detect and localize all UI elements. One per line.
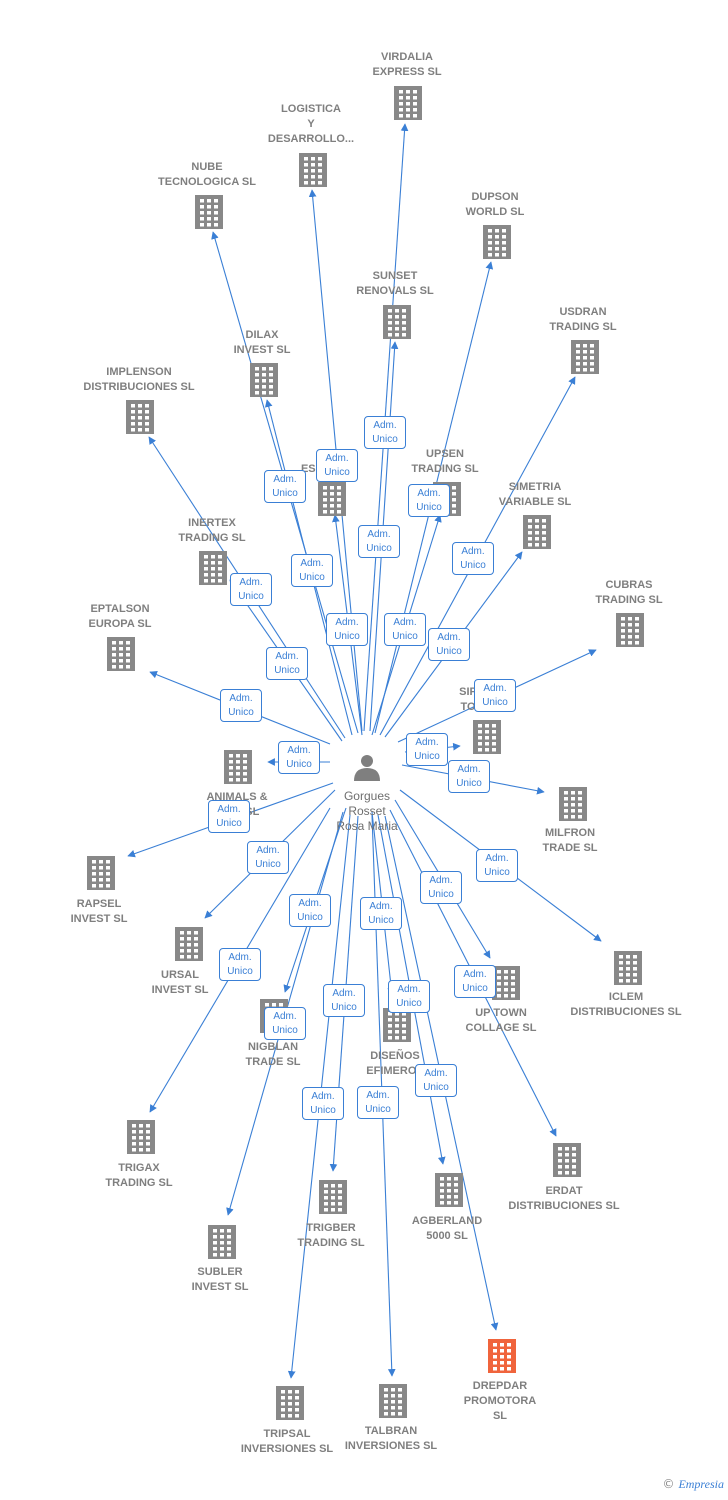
relation-badge-rapsel[interactable]: Adm. Unico [208,800,250,833]
company-label-subler[interactable]: SUBLER INVEST SL [191,1266,249,1293]
relation-badge-dupson[interactable]: Adm. Unico [408,484,450,517]
relation-badge-nube[interactable]: Adm. Unico [264,470,306,503]
building-icon-sunset[interactable] [383,305,411,339]
company-label-dilax[interactable]: DILAX INVEST SL [233,329,291,356]
company-label-virdalia[interactable]: VIRDALIA EXPRESS SL [372,51,442,78]
company-label-talbran[interactable]: TALBRAN INVERSIONES SL [344,1425,438,1452]
relation-badge-cubras[interactable]: Adm. Unico [474,679,516,712]
relation-badge-espsl[interactable]: Adm. Unico [326,613,368,646]
relation-badge-sunset[interactable]: Adm. Unico [358,525,400,558]
relation-badge-virdalia[interactable]: Adm. Unico [364,416,406,449]
building-icon-talbran[interactable] [379,1384,407,1418]
building-icon-dupson[interactable] [483,225,511,259]
company-label-tripsal[interactable]: TRIPSAL INVERSIONES SL [240,1428,334,1455]
building-icon-drepdar[interactable] [488,1339,516,1373]
relation-badge-simetria[interactable]: Adm. Unico [428,628,470,661]
company-label-logistica[interactable]: LOGISTICA Y DESARROLLO... [267,103,355,145]
company-label-nigblan[interactable]: NIGBLAN TRADE SL [245,1041,301,1068]
relation-badge-dilax[interactable]: Adm. Unico [291,554,333,587]
footer-brand: ©Empresia [662,1477,724,1492]
company-label-agberland[interactable]: AGBERLAND 5000 SL [411,1215,483,1242]
building-icon-milfron[interactable] [559,787,587,821]
company-label-milfron[interactable]: MILFRON TRADE SL [542,827,598,854]
relation-badge-trigber[interactable]: Adm. Unico [264,1007,306,1040]
building-icon-ursal[interactable] [175,927,203,961]
building-icon-disenos[interactable] [383,1008,411,1042]
company-label-ursal[interactable]: URSAL INVEST SL [151,969,209,996]
relation-badge-ursal[interactable]: Adm. Unico [247,841,289,874]
company-label-simetria[interactable]: SIMETRIA VARIABLE SL [498,481,572,508]
building-icon-animals[interactable] [224,750,252,784]
company-label-uptown[interactable]: UP TOWN COLLAGE SL [465,1007,537,1034]
building-icon-inertex[interactable] [199,551,227,585]
building-icon-dilax[interactable] [250,363,278,397]
company-label-drepdar[interactable]: DREPDAR PROMOTORA SL [463,1380,537,1422]
building-icon-cubras[interactable] [616,613,644,647]
building-icon-sip[interactable] [473,720,501,754]
relation-badge-subler[interactable]: Adm. Unico [323,984,365,1017]
company-label-trigax[interactable]: TRIGAX TRADING SL [105,1162,173,1189]
person-name[interactable]: Gorgues Rosset Rosa Maria [336,789,398,833]
relation-badge-milfron[interactable]: Adm. Unico [448,760,490,793]
building-icon-usdran[interactable] [571,340,599,374]
company-label-inertex[interactable]: INERTEX TRADING SL [178,517,246,544]
relation-badge-tripsal[interactable]: Adm. Unico [302,1087,344,1120]
building-icon-simetria[interactable] [523,515,551,549]
company-label-erdat[interactable]: ERDAT DISTRIBUCIONES SL [508,1185,620,1212]
building-icon-eptalson[interactable] [107,637,135,671]
relation-badge-disenos[interactable]: Adm. Unico [360,897,402,930]
company-label-eptalson[interactable]: EPTALSON EUROPA SL [88,603,152,630]
relation-badge-agberland[interactable]: Adm. Unico [388,980,430,1013]
brand-name: Empresia [678,1477,724,1491]
company-label-nube[interactable]: NUBE TECNOLOGICA SL [158,161,256,188]
company-label-cubras[interactable]: CUBRAS TRADING SL [595,579,663,606]
building-icon-virdalia[interactable] [394,86,422,120]
company-label-dupson[interactable]: DUPSON WORLD SL [465,191,525,218]
building-icon-trigber[interactable] [319,1180,347,1214]
relation-badge-usdran[interactable]: Adm. Unico [452,542,494,575]
relation-badge-eptalson[interactable]: Adm. Unico [220,689,262,722]
company-label-implenson[interactable]: IMPLENSON DISTRIBUCIONES SL [83,366,195,393]
relation-badge-animals[interactable]: Adm. Unico [278,741,320,774]
relation-badge-erdat[interactable]: Adm. Unico [454,965,496,998]
company-label-disenos[interactable]: DISEÑOS EFIMEROS [366,1050,424,1077]
copyright-symbol: © [662,1477,675,1491]
relation-badge-iclem[interactable]: Adm. Unico [476,849,518,882]
relation-badge-sip[interactable]: Adm. Unico [406,733,448,766]
building-icon-uptown[interactable] [492,966,520,1000]
relation-badge-talbran[interactable]: Adm. Unico [357,1086,399,1119]
relation-badge-upsen[interactable]: Adm. Unico [384,613,426,646]
company-label-usdran[interactable]: USDRAN TRADING SL [549,306,617,333]
company-label-upsen[interactable]: UPSEN TRADING SL [411,448,479,475]
building-icon-logistica[interactable] [299,153,327,187]
building-icon-implenson[interactable] [126,400,154,434]
building-icon-subler[interactable] [208,1225,236,1259]
company-label-rapsel[interactable]: RAPSEL INVEST SL [70,898,128,925]
person-icon[interactable] [354,755,380,781]
building-icon-nube[interactable] [195,195,223,229]
company-label-trigber[interactable]: TRIGBER TRADING SL [297,1222,365,1249]
building-icon-trigax[interactable] [127,1120,155,1154]
building-icon-agberland[interactable] [435,1173,463,1207]
company-label-sip[interactable]: SIP TO [459,686,477,713]
building-icon-iclem[interactable] [614,951,642,985]
relation-badge-implenson[interactable]: Adm. Unico [230,573,272,606]
relation-badge-nigblan[interactable]: Adm. Unico [289,894,331,927]
relation-badge-inertex[interactable]: Adm. Unico [266,647,308,680]
relation-badge-uptown[interactable]: Adm. Unico [420,871,462,904]
building-icon-rapsel[interactable] [87,856,115,890]
relation-badge-drepdar[interactable]: Adm. Unico [415,1064,457,1097]
relation-badge-logistica[interactable]: Adm. Unico [316,449,358,482]
building-icon-erdat[interactable] [553,1143,581,1177]
building-icon-espsl[interactable] [318,482,346,516]
company-label-iclem[interactable]: ICLEM DISTRIBUCIONES SL [570,991,682,1018]
building-icon-tripsal[interactable] [276,1386,304,1420]
company-label-sunset[interactable]: SUNSET RENOVALS SL [356,270,434,297]
relation-badge-trigax[interactable]: Adm. Unico [219,948,261,981]
